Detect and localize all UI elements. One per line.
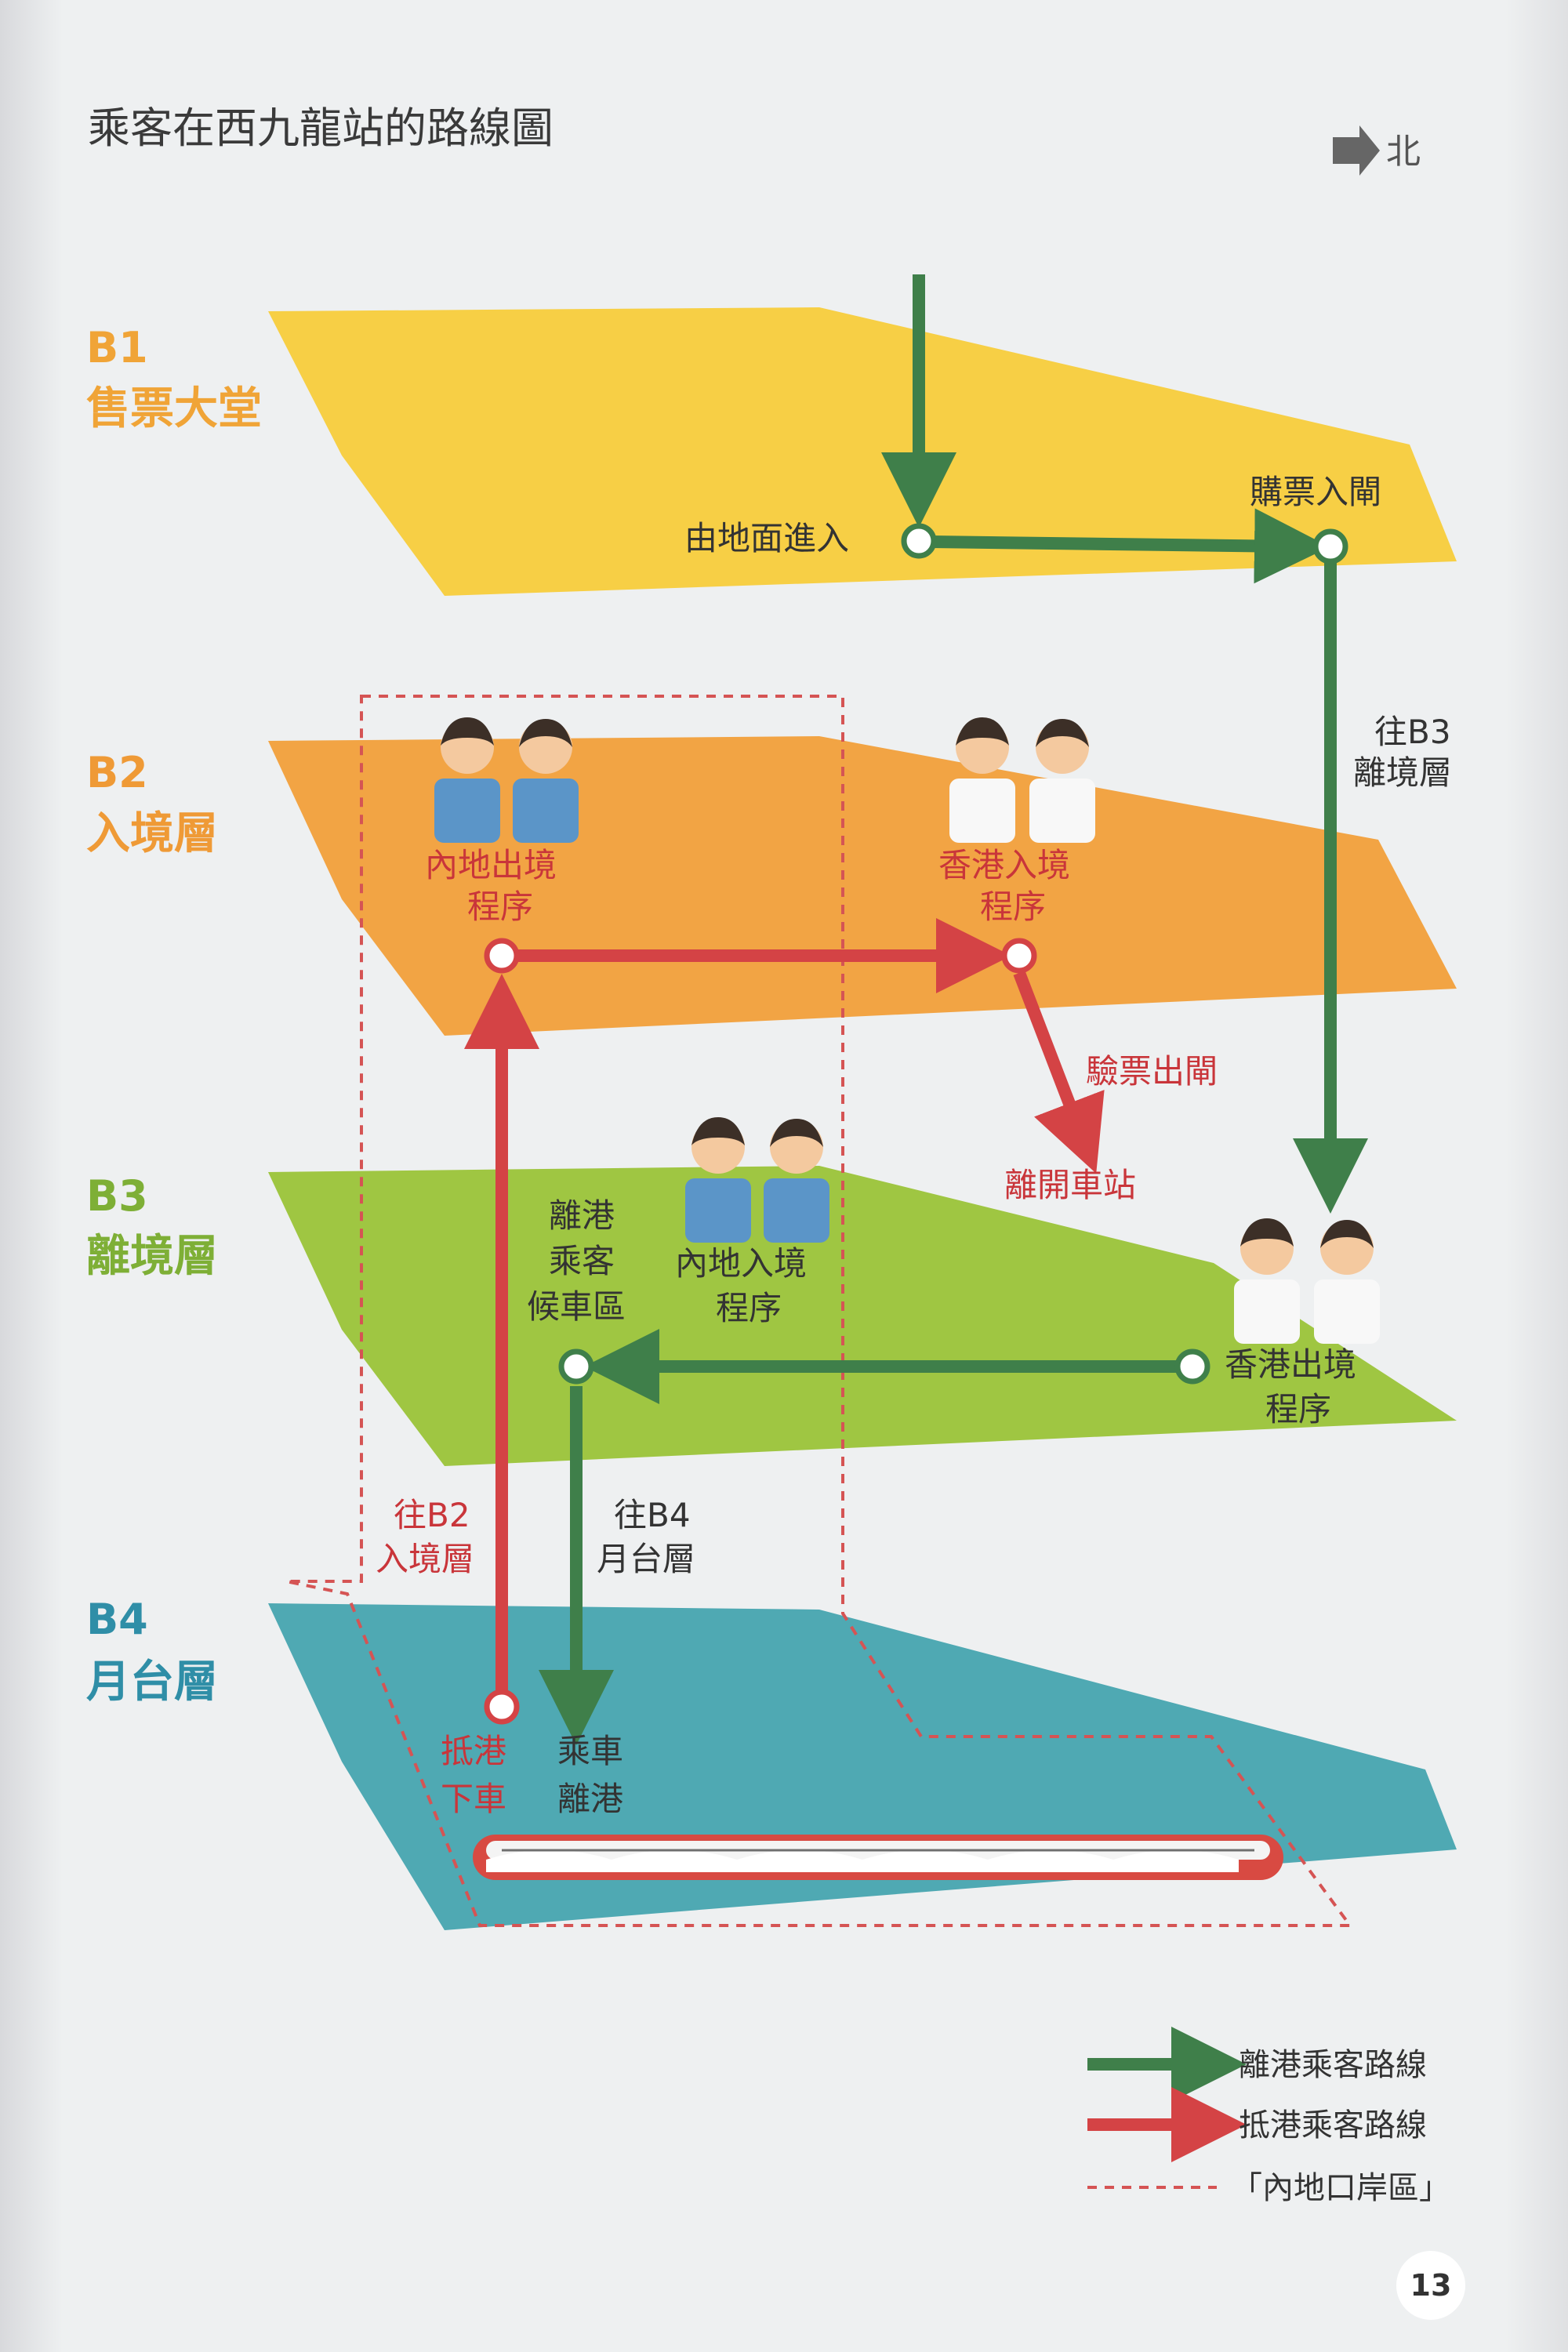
level-code-b3: B3 xyxy=(86,1171,148,1221)
label-gate: 購票入閘 xyxy=(1250,473,1381,511)
floor-b3 xyxy=(268,1166,1457,1466)
label-hk-exit-line2: 程序 xyxy=(1265,1390,1331,1428)
north-arrow-icon xyxy=(1333,125,1380,176)
label-hk-entry-line1: 香港入境 xyxy=(938,846,1070,884)
label-arrive-line2: 下車 xyxy=(441,1780,506,1818)
legend-zone-label: 「內地口岸區」 xyxy=(1231,2170,1450,2206)
label-ticket-exit: 驗票出閘 xyxy=(1086,1052,1218,1091)
level-name-b1: 售票大堂 xyxy=(86,383,262,434)
node-hk-entry xyxy=(1001,938,1037,974)
train-illustration xyxy=(473,1835,1283,1880)
node-arrive xyxy=(484,1689,520,1725)
node-waiting xyxy=(558,1348,594,1385)
label-enter: 由地面進入 xyxy=(684,519,849,557)
legend: 離港乘客路線 抵港乘客路線 「內地口岸區」 xyxy=(1087,2027,1450,2206)
legend-arrival-label: 抵港乘客路線 xyxy=(1239,2107,1427,2143)
hk-officer-icon xyxy=(949,717,1095,843)
departure-route xyxy=(539,274,1368,1745)
node-hk-exit xyxy=(1174,1348,1210,1385)
page-number: 13 xyxy=(1410,2268,1452,2303)
label-to-b2-line2: 入境層 xyxy=(376,1540,474,1578)
node-mainland-exit xyxy=(484,938,520,974)
label-mainland-exit-line2: 程序 xyxy=(467,887,533,926)
page-number-badge xyxy=(1396,2251,1465,2320)
label-to-b4-line1: 往B4 xyxy=(614,1496,691,1534)
level-name-b2: 入境層 xyxy=(86,808,218,859)
north-indicator: 北 xyxy=(1333,125,1421,176)
floor-b1 xyxy=(268,307,1457,596)
label-arrive-line1: 抵港 xyxy=(441,1732,506,1770)
label-to-b4-line2: 月台層 xyxy=(597,1540,695,1578)
label-mainland-exit-line1: 內地出境 xyxy=(425,846,557,884)
label-leave-station: 離開車站 xyxy=(1004,1166,1136,1204)
node-gate xyxy=(1312,528,1348,564)
label-waiting-line3: 候車區 xyxy=(527,1287,626,1326)
label-hk-exit-line1: 香港出境 xyxy=(1225,1345,1356,1384)
label-to-b3-line2: 離境層 xyxy=(1353,753,1452,792)
mainland-port-area-boundary xyxy=(285,695,1353,1927)
level-code-b2: B2 xyxy=(86,748,148,797)
mainland-entry-officer-icon xyxy=(685,1117,829,1243)
node-enter xyxy=(901,523,937,559)
level-name-b4: 月台層 xyxy=(86,1657,218,1708)
hk-exit-officer-icon xyxy=(1234,1218,1380,1344)
label-waiting-line2: 乘客 xyxy=(549,1242,615,1280)
label-board-line1: 乘車 xyxy=(557,1732,623,1770)
north-label: 北 xyxy=(1386,132,1421,172)
label-to-b3-line1: 往B3 xyxy=(1374,713,1451,751)
level-name-b3: 離境層 xyxy=(86,1231,218,1282)
label-hk-entry-line2: 程序 xyxy=(980,887,1046,926)
mainland-officer-icon xyxy=(434,717,579,843)
label-to-b2-line1: 往B2 xyxy=(394,1496,470,1534)
level-code-b4: B4 xyxy=(86,1595,148,1644)
legend-departure-label: 離港乘客路線 xyxy=(1239,2047,1427,2083)
page-title: 乘客在西九龍站的路線圖 xyxy=(88,103,554,153)
level-code-b1: B1 xyxy=(86,323,148,372)
label-board-line2: 離港 xyxy=(557,1780,623,1818)
arrival-route xyxy=(464,918,1105,1693)
label-mainland-entry-line2: 程序 xyxy=(716,1289,782,1327)
label-waiting-line1: 離港 xyxy=(549,1196,615,1235)
label-mainland-entry-line1: 內地入境 xyxy=(675,1244,807,1283)
